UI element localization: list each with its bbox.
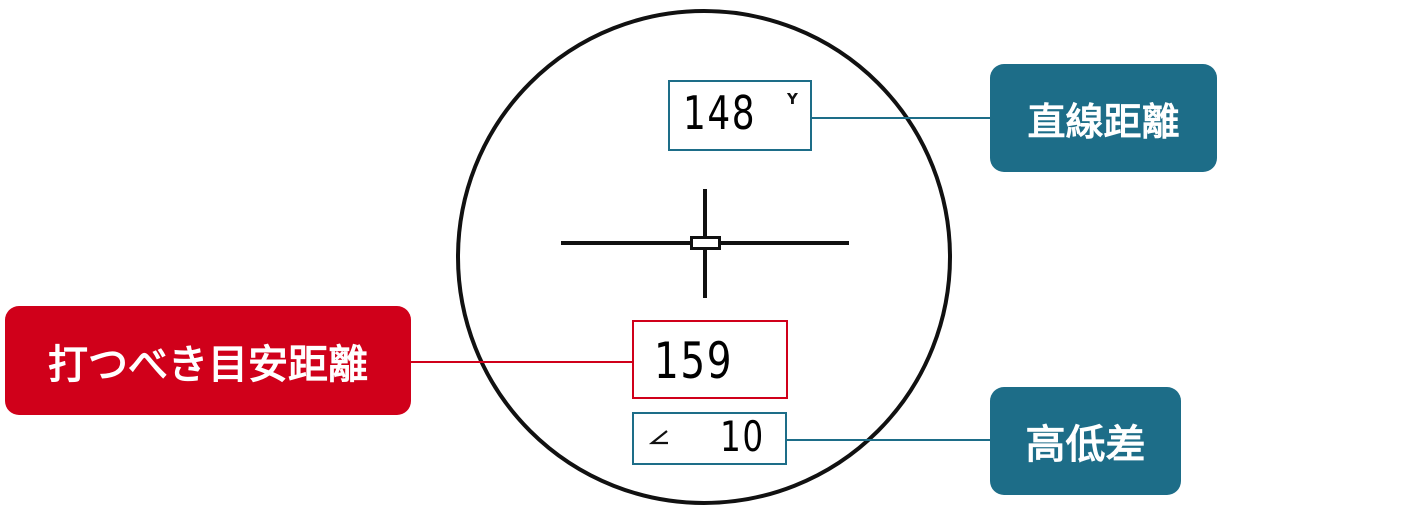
crosshair-right-line — [721, 241, 849, 245]
straight-distance-display — [668, 80, 812, 151]
crosshair-top-line — [703, 189, 707, 237]
reticle-center-box — [690, 236, 721, 250]
target-distance-value: 159 — [654, 332, 734, 390]
elevation-connector — [787, 439, 992, 441]
elevation-callout: 高低差 — [990, 387, 1181, 495]
viewfinder-circle — [456, 9, 952, 505]
distance-unit: Y — [787, 90, 798, 108]
target-distance-connector — [408, 361, 632, 363]
straight-distance-value: 148 — [683, 86, 757, 140]
crosshair-left-line — [561, 241, 690, 245]
straight-distance-connector — [812, 117, 992, 119]
angle-icon — [649, 430, 668, 445]
elevation-display — [632, 412, 787, 465]
crosshair-bottom-line — [703, 250, 707, 298]
elevation-label: 高低差 — [1025, 421, 1146, 468]
target-distance-display — [632, 320, 788, 399]
straight-distance-label: 直線距離 — [1027, 98, 1180, 144]
target-distance-label: 打つべき目安距離 — [48, 340, 368, 388]
target-distance-callout: 打つべき目安距離 — [5, 306, 411, 415]
elevation-value: 10 — [720, 412, 765, 461]
straight-distance-callout: 直線距離 — [990, 64, 1217, 172]
